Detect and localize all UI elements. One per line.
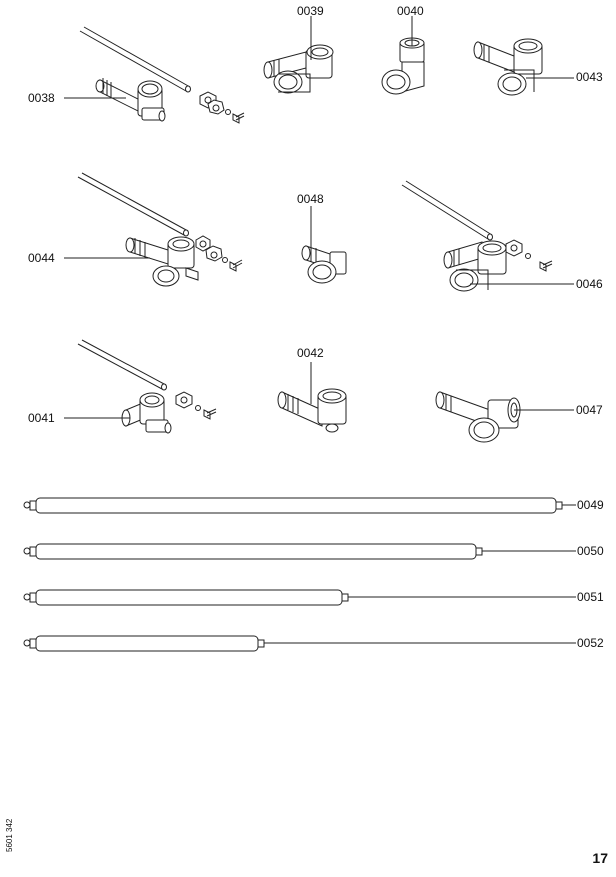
part-0047-illustration [436,392,520,442]
part-0046-illustration [402,181,552,291]
part-label-0040: 0040 [397,4,424,18]
part-0040-illustration [382,38,424,94]
page-number: 17 [592,850,608,866]
part-label-0041: 0041 [28,411,55,425]
part-label-0042: 0042 [297,346,324,360]
part-0042-illustration [278,389,346,432]
part-label-0049: 0049 [577,498,604,512]
part-label-0039: 0039 [297,4,324,18]
part-0051-illustration [24,590,576,605]
part-0049-illustration [24,498,570,513]
part-label-0051: 0051 [577,590,604,604]
part-0048-illustration [302,246,346,283]
document-code: 5601 342 [0,800,30,860]
part-0039-illustration [264,45,333,93]
part-0044-illustration [78,173,242,286]
part-0038-illustration [80,27,244,123]
part-label-0038: 0038 [28,91,55,105]
part-label-0048: 0048 [297,192,324,206]
part-label-0046: 0046 [576,277,603,291]
part-0041-illustration [78,340,216,433]
part-0050-illustration [24,544,576,559]
part-label-0043: 0043 [576,70,603,84]
part-0052-illustration [24,636,576,651]
part-label-0050: 0050 [577,544,604,558]
part-label-0052: 0052 [577,636,604,650]
part-label-0047: 0047 [576,403,603,417]
part-0043-illustration [474,39,542,95]
document-code-text: 5601 342 [5,818,14,852]
part-label-0044: 0044 [28,251,55,265]
